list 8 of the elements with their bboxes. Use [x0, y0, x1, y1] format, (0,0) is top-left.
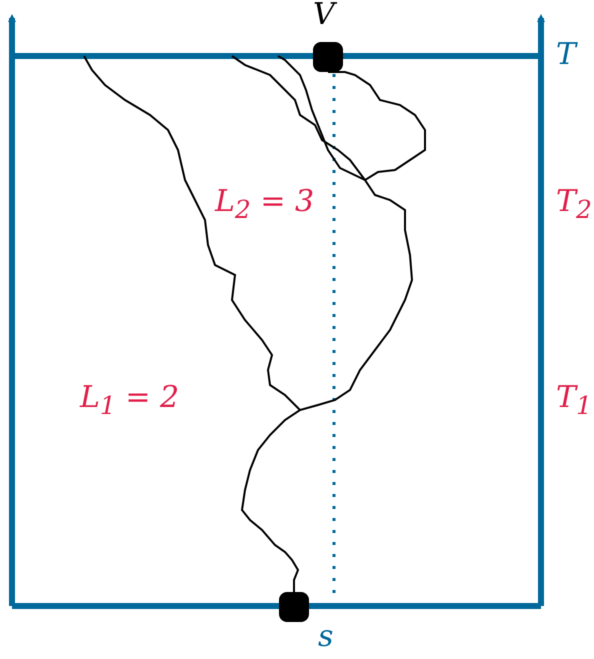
vertex-label: V	[313, 0, 335, 30]
level-label: T$_{2}$	[556, 187, 592, 222]
level-label: T	[556, 40, 576, 70]
vertex-label: s	[318, 622, 334, 652]
length-label: L$_{1}$ = 2	[80, 383, 180, 418]
level-label: T$_{1}$	[556, 383, 592, 418]
length-label: L$_{2}$ = 3	[215, 187, 314, 222]
random-walk-path	[240, 71, 426, 592]
